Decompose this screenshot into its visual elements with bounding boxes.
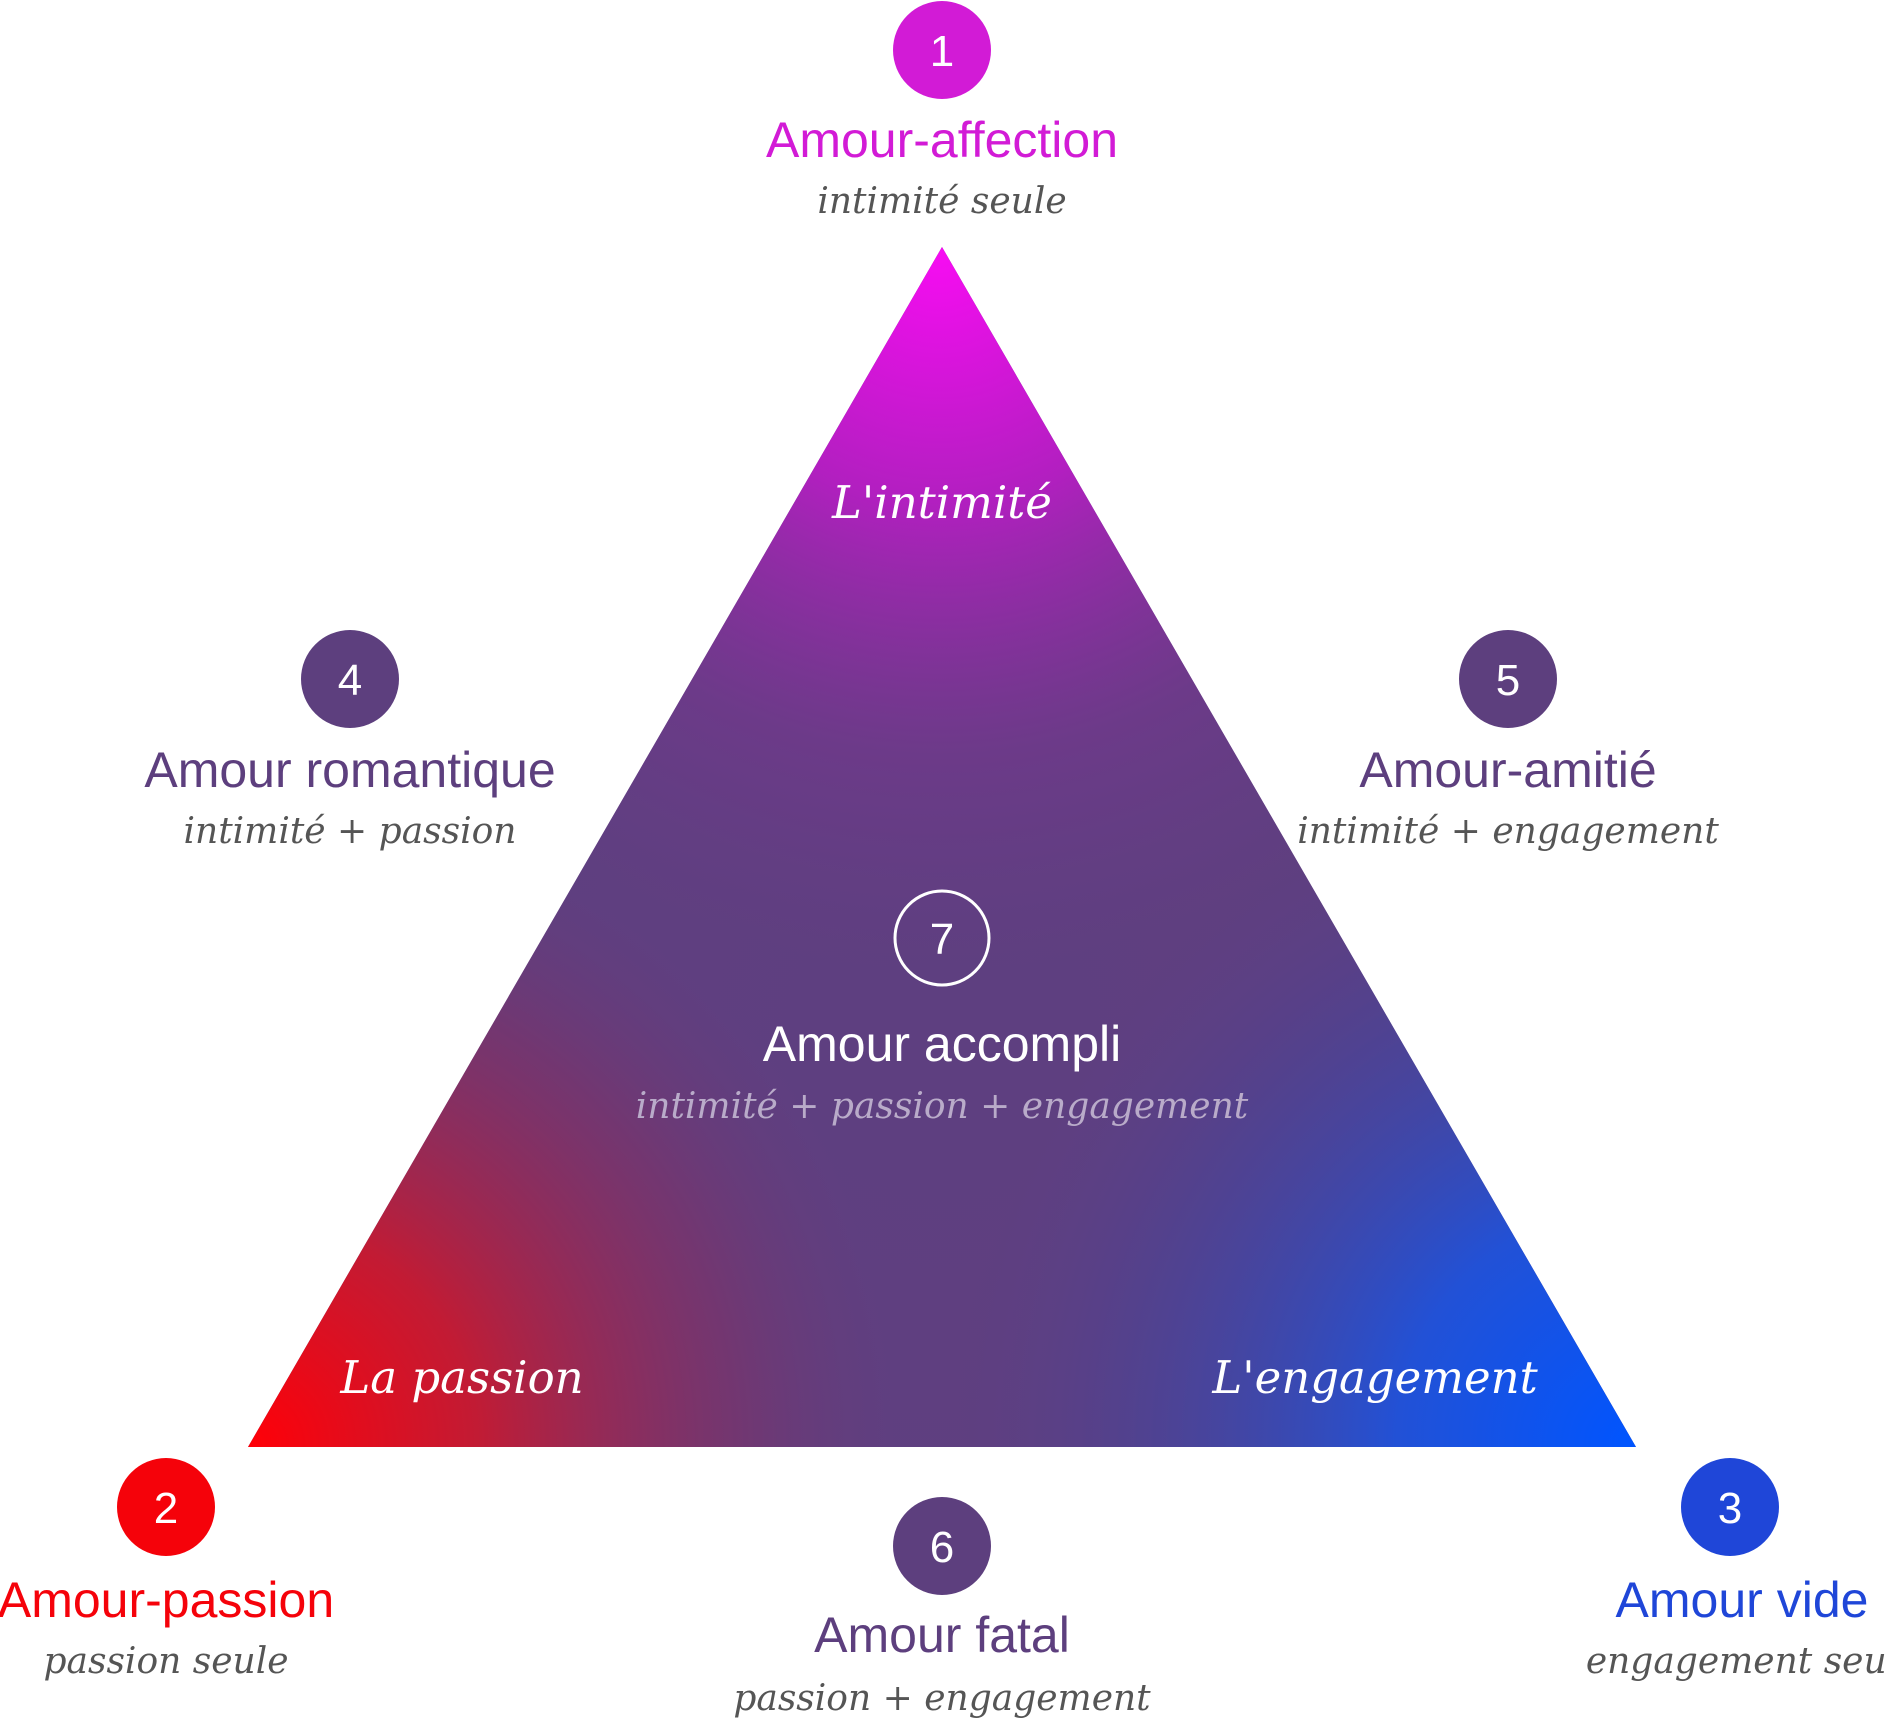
node-amour-amitie: 5 Amour-amitié intimité + engagement [1297, 630, 1719, 852]
node-badge [301, 630, 399, 728]
node-title: Amour-affection [766, 112, 1118, 168]
node-number: 2 [154, 1484, 178, 1533]
node-title: Amour fatal [814, 1607, 1070, 1663]
node-amour-passion: 2 Amour-passion passion seule [0, 1458, 334, 1682]
node-title: Amour romantique [144, 742, 555, 798]
node-badge [893, 1, 991, 99]
node-number: 7 [930, 915, 954, 964]
node-title: Amour accompli [763, 1016, 1121, 1072]
node-title: Amour-passion [0, 1572, 334, 1628]
triangle [248, 247, 1636, 1447]
vertex-label-passion: La passion [339, 1351, 583, 1404]
node-number: 1 [930, 27, 954, 76]
node-subtitle: passion seule [43, 1641, 288, 1682]
vertex-label-engagement: L'engagement [1211, 1351, 1538, 1404]
node-subtitle: passion + engagement [733, 1678, 1151, 1719]
node-badge [117, 1458, 215, 1556]
node-number: 5 [1496, 656, 1520, 705]
node-badge-outline [893, 889, 991, 987]
node-subtitle: intimité + passion [184, 811, 517, 852]
node-badge [1681, 1458, 1779, 1556]
triangle-right-glow [248, 247, 1636, 1447]
node-subtitle: intimité seule [817, 181, 1066, 222]
node-amour-vide: 3 Amour vide engagement seul [1586, 1458, 1888, 1682]
node-subtitle: intimité + engagement [1297, 811, 1719, 852]
node-number: 6 [930, 1523, 954, 1572]
node-badge [1459, 630, 1557, 728]
node-amour-fatal: 6 Amour fatal passion + engagement [733, 1497, 1151, 1719]
node-amour-accompli: 7 Amour accompli intimité + passion + en… [636, 889, 1249, 1127]
node-amour-romantique: 4 Amour romantique intimité + passion [144, 630, 556, 852]
node-amour-affection: 1 Amour-affection intimité seule [766, 1, 1118, 222]
node-subtitle: engagement seul [1586, 1641, 1888, 1682]
node-subtitle: intimité + passion + engagement [636, 1086, 1249, 1127]
node-number: 3 [1718, 1484, 1742, 1533]
vertex-label-intimite: L'intimité [831, 476, 1052, 529]
node-badge [893, 1497, 991, 1595]
node-number: 4 [338, 656, 362, 705]
node-title: Amour vide [1616, 1572, 1869, 1628]
node-title: Amour-amitié [1359, 742, 1656, 798]
